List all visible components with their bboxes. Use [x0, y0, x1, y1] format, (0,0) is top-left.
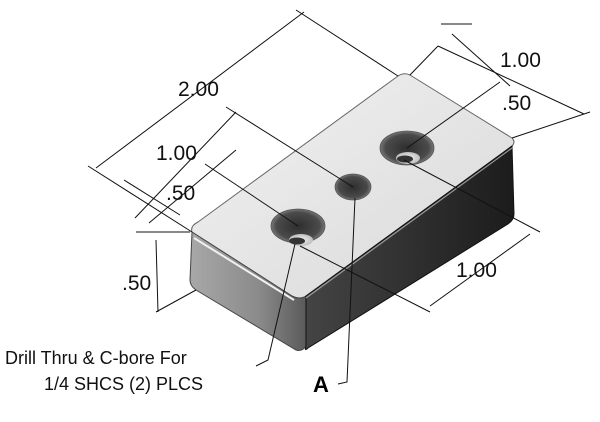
dim-side-length: 1.00: [456, 259, 497, 282]
dim-hole-spacing-length: 1.00: [156, 142, 197, 165]
callout-a: A: [313, 372, 329, 397]
through-hole: [289, 237, 305, 245]
dimension-lines: [87, 9, 591, 313]
through-hole: [397, 155, 413, 163]
dim-overall-width: 1.00: [500, 49, 541, 72]
dim-overall-length: 2.00: [178, 78, 219, 101]
drill-note-line2: 1/4 SHCS (2) PLCS: [44, 374, 203, 394]
dim-hole-offset-length: .50: [166, 182, 195, 205]
dim-height: .50: [122, 272, 151, 295]
leader-lines: [255, 197, 356, 385]
dim-hole-offset-width: .50: [502, 92, 531, 115]
block-front-edge: [305, 147, 513, 299]
drill-note-line1: Drill Thru & C-bore For: [5, 348, 187, 368]
block-edge-highlight: [193, 237, 295, 301]
block-front-face: [304, 145, 515, 351]
